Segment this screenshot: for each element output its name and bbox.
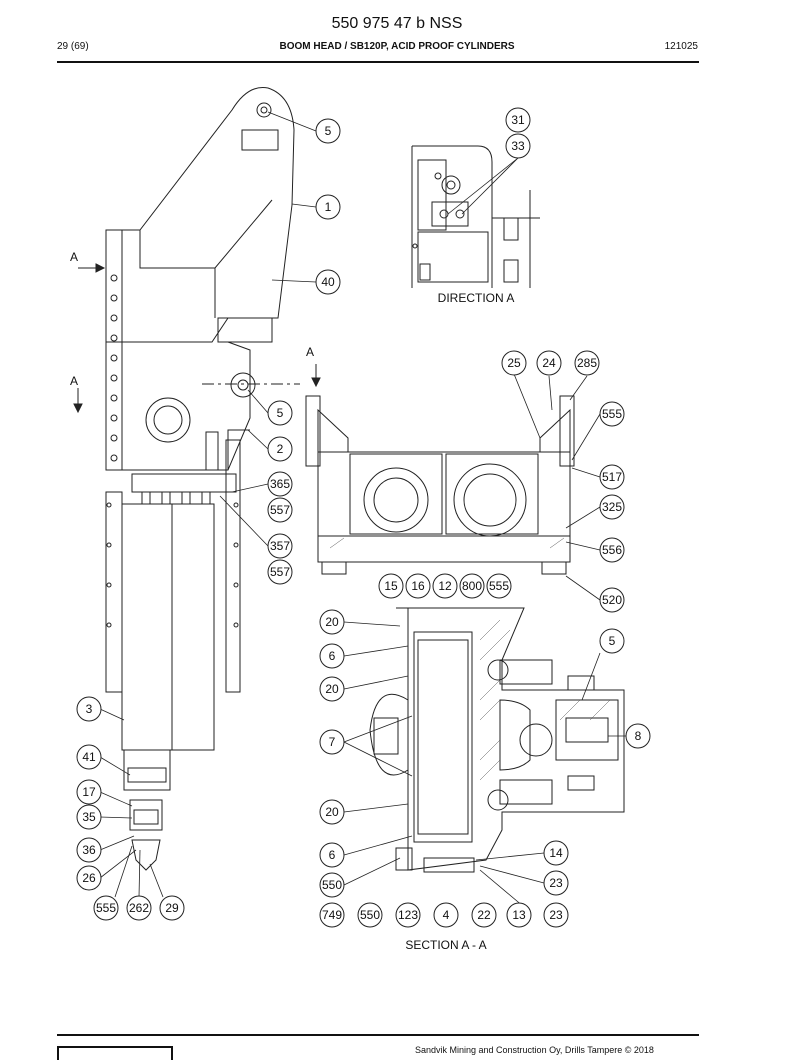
cylinder-tube [121,503,173,751]
section-arrow-label: A [70,250,78,264]
callout: 123 [398,908,418,922]
callout: 29 [165,901,179,915]
callout-numbers: 5 1 40 5 2 365 557 357 557 3 41 17 35 36… [82,113,641,922]
document-date: 121025 [664,41,698,52]
company-logo [57,1046,173,1060]
direction-a-caption: DIRECTION A [438,291,515,305]
section-a-a-caption: SECTION A - A [405,938,486,952]
callout: 25 [507,356,521,370]
callout: 517 [602,470,622,484]
main-cylinder-bore [413,631,473,843]
section-arrow-label: A [306,345,314,359]
callout: 550 [360,908,380,922]
callout-balloons [76,107,651,928]
callout: 12 [438,579,452,593]
callout: 23 [549,908,563,922]
page-title: BOOM HEAD / SB120P, ACID PROOF CYLINDERS [279,41,515,52]
mounting-bar [131,473,237,493]
hatching [329,537,611,781]
callout: 40 [321,275,335,289]
callout: 555 [96,901,116,915]
section-a-a-view [305,395,625,873]
callout: 550 [322,878,342,892]
callout: 6 [329,649,336,663]
callout: 262 [129,901,149,915]
callout: 35 [82,810,96,824]
right-shaft [453,463,527,537]
arm-bracket [241,129,279,151]
callout: 357 [270,539,290,553]
callout: 33 [511,139,525,153]
callout: 520 [602,593,622,607]
callout: 5 [609,634,616,648]
callout: 800 [462,579,482,593]
callout: 325 [602,500,622,514]
callout: 24 [542,356,556,370]
callout: 2 [277,442,284,456]
callout: 7 [329,735,336,749]
callout: 23 [549,876,563,890]
callout: 749 [322,908,342,922]
callout: 6 [329,848,336,862]
pivot-pin [230,372,256,398]
callout: 36 [82,843,96,857]
callout: 20 [325,682,339,696]
feed-left-rail [105,491,123,693]
callout: 5 [277,406,284,420]
side-block [555,699,619,761]
callout: 557 [270,503,290,517]
left-shaft [363,467,429,533]
callout: 285 [577,356,597,370]
callout: 31 [511,113,525,127]
callout: 41 [82,750,96,764]
callout: 4 [443,908,450,922]
callout: 22 [477,908,491,922]
feed-right-rail [225,439,241,693]
direction-a-view [411,145,540,288]
callout: 14 [549,846,563,860]
header-rule [57,61,699,63]
section-arrow-label: A [70,374,78,388]
callout: 3 [86,702,93,716]
callout: 1 [325,200,332,214]
footer-copyright: Sandvik Mining and Construction Oy, Dril… [415,1045,654,1055]
page-number: 29 (69) [57,41,89,52]
left-side-plate [105,229,123,471]
side-holes [110,274,118,462]
cylinder-tip [131,839,161,871]
callout: 556 [602,543,622,557]
arm-pin [256,102,272,118]
callout: 555 [489,579,509,593]
callout: 13 [512,908,526,922]
callout: 17 [82,785,96,799]
cylinder-lower [123,749,171,791]
callout: 20 [325,615,339,629]
callout: 20 [325,805,339,819]
leader-lines [99,111,626,913]
callout: 557 [270,565,290,579]
callout: 26 [82,871,96,885]
callout: 365 [270,477,290,491]
document-number: 550 975 47 b NSS [331,15,463,32]
footer-rule [57,1034,699,1036]
callout: 555 [602,407,622,421]
boom-arm-outline [105,86,295,343]
rotation-hub [145,397,191,443]
callout: 5 [325,124,332,138]
callout: 15 [384,579,398,593]
callout: 8 [635,729,642,743]
callout: 16 [411,579,425,593]
